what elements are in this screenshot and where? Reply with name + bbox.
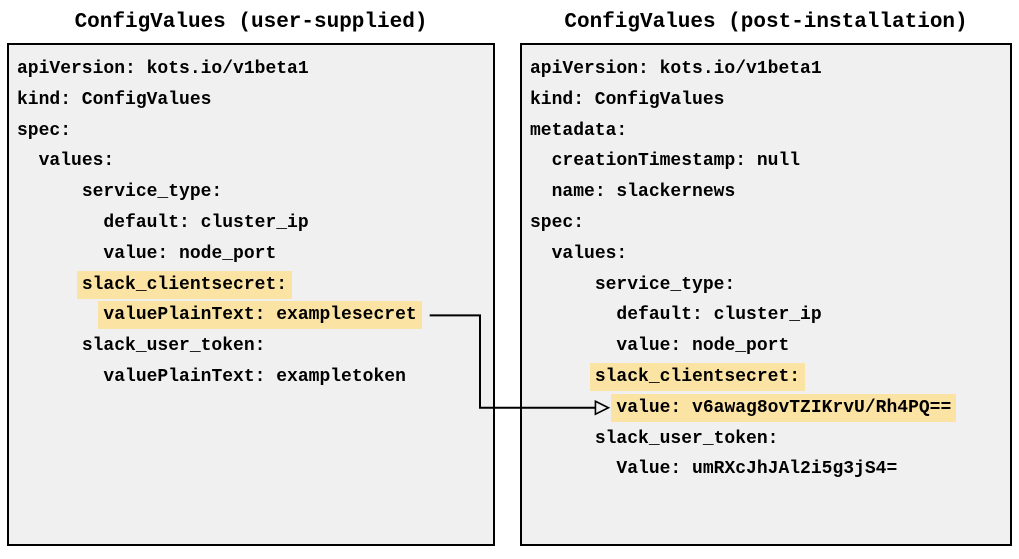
code-text: default: cluster_ip xyxy=(616,305,822,326)
code-text: creationTimestamp: null xyxy=(551,151,801,172)
code-text: apiVersion: kots.io/v1beta1 xyxy=(530,59,822,79)
code-text: values: xyxy=(551,243,628,264)
code-text: valuePlainText: exampletoken xyxy=(103,366,406,387)
code-line: values: xyxy=(530,239,1010,270)
code-line: service_type: xyxy=(530,270,1010,301)
code-line: valuePlainText: exampletoken xyxy=(17,362,493,393)
code-text: slack_user_token: xyxy=(594,428,779,449)
code-text: Value: umRXcJhJAl2i5g3jS4= xyxy=(616,459,898,480)
left-panel-title: ConfigValues (user-supplied) xyxy=(74,11,428,34)
code-line: slack_user_token: xyxy=(17,331,493,362)
code-text: values: xyxy=(38,151,115,172)
code-text: spec: xyxy=(530,212,585,233)
code-line: default: cluster_ip xyxy=(530,300,1010,331)
code-text: value: node_port xyxy=(616,336,790,357)
code-line: value: v6awag8ovTZIKrvU/Rh4PQ== xyxy=(530,393,1010,424)
code-line: name: slackernews xyxy=(530,177,1010,208)
code-line: value: node_port xyxy=(530,331,1010,362)
code-line: kind: ConfigValues xyxy=(17,85,493,116)
right-panel-title: ConfigValues (post-installation) xyxy=(564,11,968,34)
highlighted-code: value: v6awag8ovTZIKrvU/Rh4PQ== xyxy=(611,393,957,422)
code-text: apiVersion: kots.io/v1beta1 xyxy=(17,59,309,79)
code-line: slack_user_token: xyxy=(530,424,1010,455)
code-line: spec: xyxy=(17,116,493,147)
code-text: service_type: xyxy=(81,182,223,203)
highlighted-code: slack_clientsecret: xyxy=(589,362,806,391)
code-line: values: xyxy=(17,146,493,177)
code-text: default: cluster_ip xyxy=(103,212,309,233)
code-line: slack_clientsecret: xyxy=(530,362,1010,393)
code-line: kind: ConfigValues xyxy=(530,85,1010,116)
code-text: value: node_port xyxy=(103,243,277,264)
code-line: apiVersion: kots.io/v1beta1 xyxy=(530,54,1010,85)
code-text: metadata: xyxy=(530,120,628,141)
code-text: service_type: xyxy=(594,274,736,295)
code-text: name: slackernews xyxy=(551,182,736,203)
code-text: kind: ConfigValues xyxy=(530,89,725,110)
code-line: valuePlainText: examplesecret xyxy=(17,300,493,331)
code-line: Value: umRXcJhJAl2i5g3jS4= xyxy=(530,454,1010,485)
highlighted-code: valuePlainText: examplesecret xyxy=(98,301,422,330)
code-text: spec: xyxy=(17,120,72,141)
code-text: kind: ConfigValues xyxy=(17,89,212,110)
highlighted-code: slack_clientsecret: xyxy=(76,270,293,299)
code-line: service_type: xyxy=(17,177,493,208)
code-line: default: cluster_ip xyxy=(17,208,493,239)
code-line: creationTimestamp: null xyxy=(530,146,1010,177)
code-line: apiVersion: kots.io/v1beta1 xyxy=(17,54,493,85)
code-text: slack_user_token: xyxy=(81,336,266,357)
code-line: spec: xyxy=(530,208,1010,239)
code-line: slack_clientsecret: xyxy=(17,270,493,301)
config-panel-user-supplied: apiVersion: kots.io/v1beta1 kind: ConfigV… xyxy=(7,43,495,546)
code-line: value: node_port xyxy=(17,239,493,270)
code-line: metadata: xyxy=(530,116,1010,147)
config-panel-post-installation: apiVersion: kots.io/v1beta1 kind: ConfigV… xyxy=(520,43,1012,546)
